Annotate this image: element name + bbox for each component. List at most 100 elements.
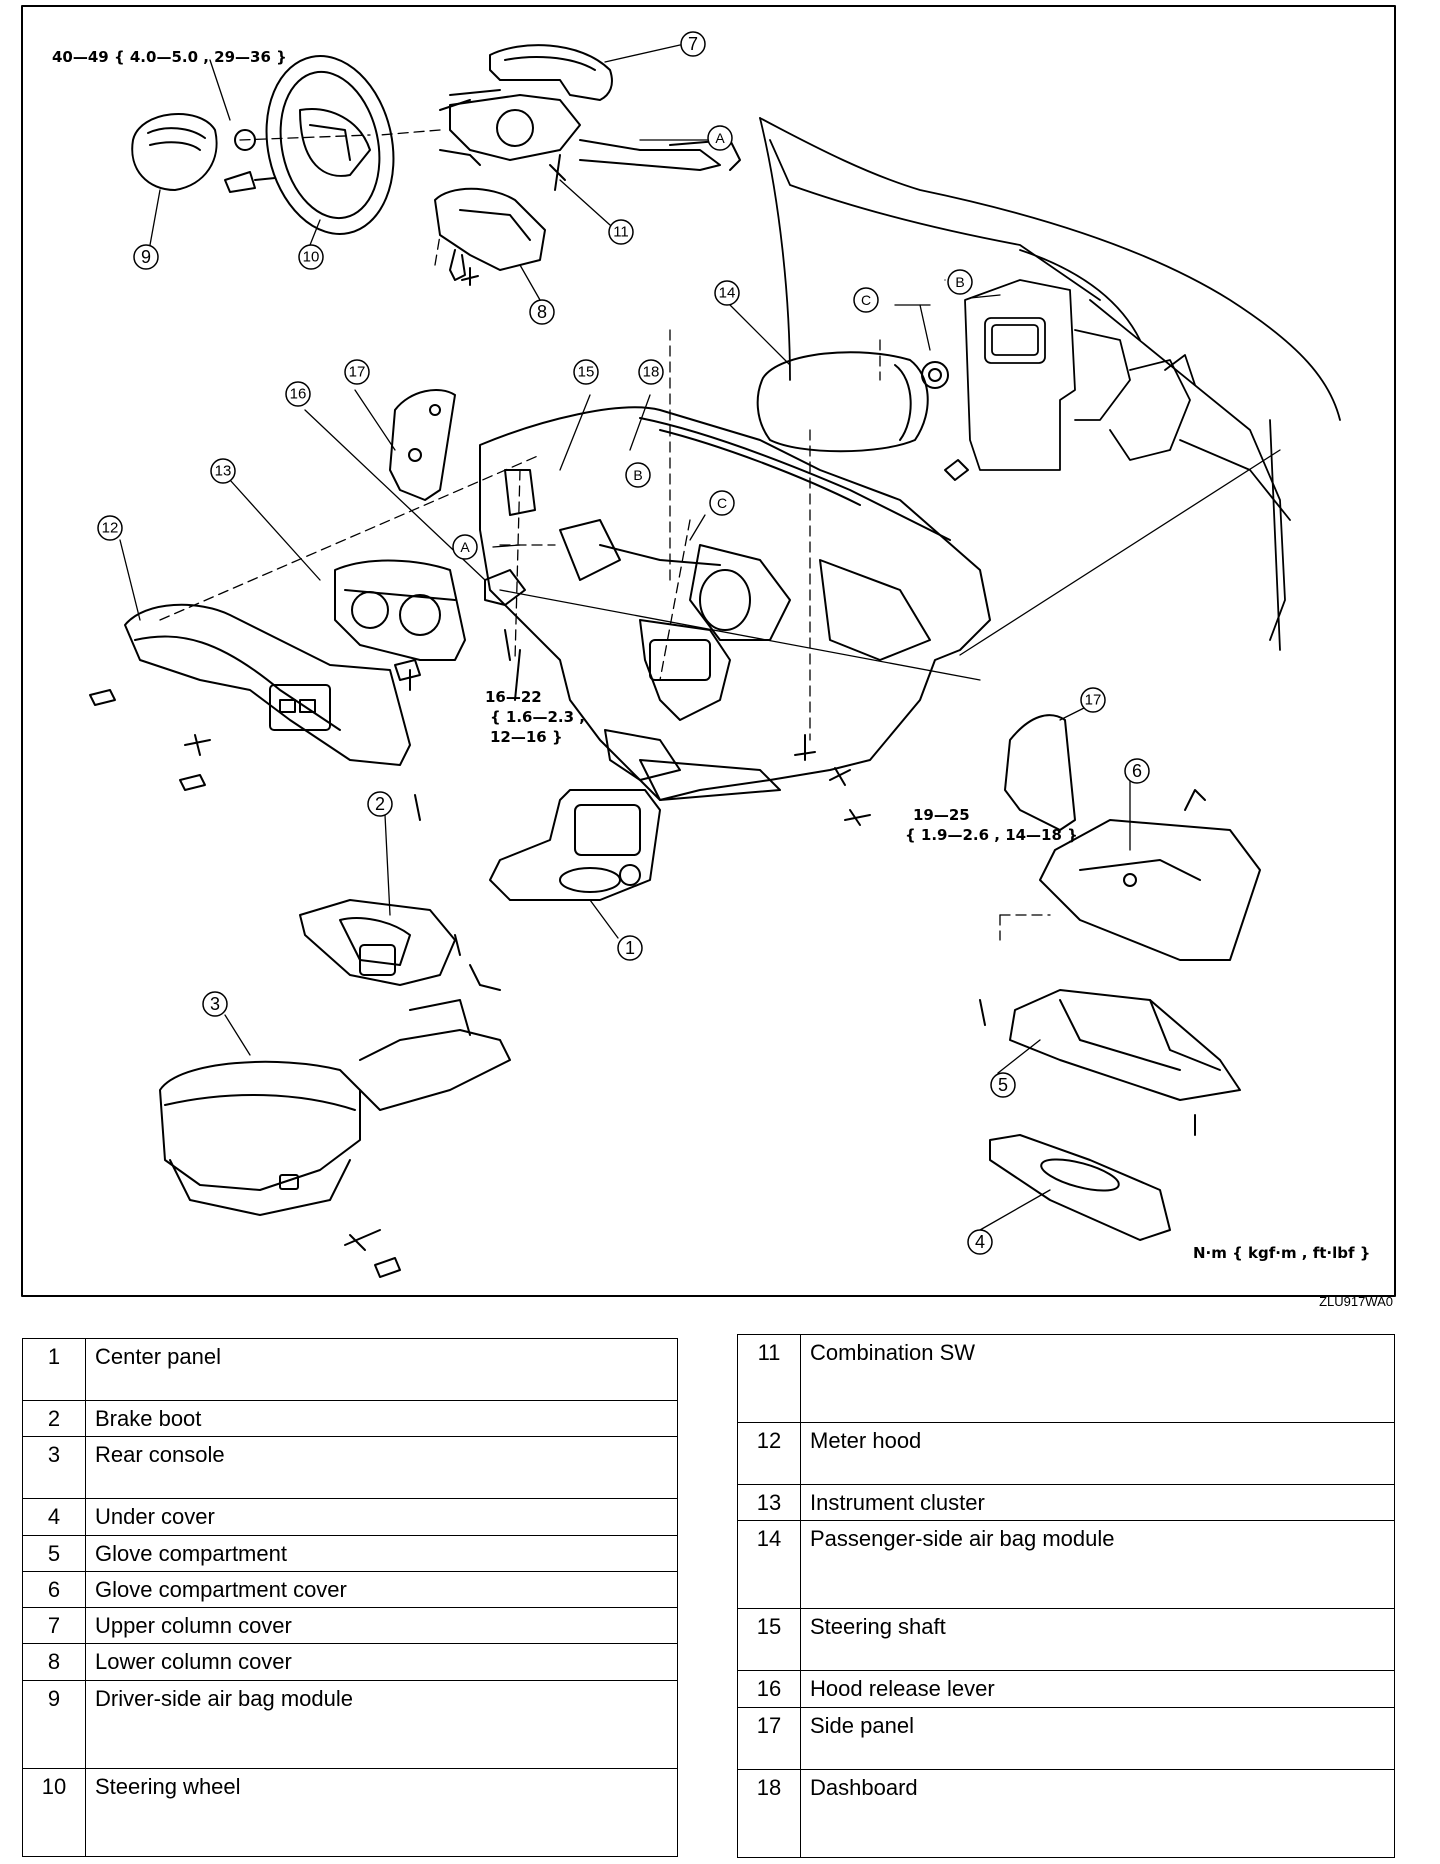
upper-column-cover-shape bbox=[489, 44, 613, 101]
ref-label-B-top: B bbox=[955, 274, 964, 290]
callout-label-17b: 17 bbox=[1085, 692, 1102, 709]
ref-C-top bbox=[853, 287, 879, 313]
fastener-clips bbox=[89, 659, 421, 791]
callout-3 bbox=[202, 991, 228, 1017]
callout-label-15: 15 bbox=[578, 364, 595, 381]
callout-8 bbox=[529, 299, 555, 325]
legend-item-number: 8 bbox=[22, 1643, 86, 1681]
hood-release-lever-shape bbox=[484, 569, 526, 606]
dashed-guide-lines bbox=[159, 129, 1051, 941]
callout-12 bbox=[97, 515, 123, 541]
legend-item-label: Brake boot bbox=[85, 1399, 678, 1438]
side-panel-left-shape bbox=[389, 389, 456, 501]
callout-label-4: 4 bbox=[975, 1232, 985, 1252]
legend-item-label: Meter hood bbox=[800, 1422, 1395, 1485]
legend-item-label: Glove compartment cover bbox=[85, 1570, 678, 1609]
legend-item-number: 16 bbox=[737, 1670, 801, 1708]
callout-7 bbox=[680, 31, 706, 57]
leader-lines bbox=[119, 44, 1131, 1231]
callout-11 bbox=[608, 219, 634, 245]
legend-item-label: Instrument cluster bbox=[800, 1483, 1395, 1522]
callout-label-12: 12 bbox=[102, 520, 119, 537]
legend-item-label: Upper column cover bbox=[85, 1607, 678, 1645]
instrument-cluster-shape bbox=[334, 559, 466, 661]
units-note: N·m { kgf·m , ft·lbf } bbox=[1193, 1244, 1370, 1262]
legend-item-number: 14 bbox=[737, 1520, 801, 1610]
legend-item-label: Dashboard bbox=[800, 1768, 1395, 1858]
callout-17b bbox=[1080, 687, 1106, 713]
callout-label-18: 18 bbox=[643, 364, 660, 381]
ref-label-C-top: C bbox=[861, 292, 871, 308]
callout-13 bbox=[210, 458, 236, 484]
legend-item-label: Steering shaft bbox=[800, 1608, 1395, 1672]
ref-label-A-top: A bbox=[715, 130, 725, 146]
combination-switch-shape bbox=[439, 89, 741, 191]
legend-item-number: 9 bbox=[22, 1679, 86, 1769]
legend-item-label: Rear console bbox=[85, 1436, 678, 1500]
callout-15 bbox=[573, 359, 599, 385]
callout-label-9: 9 bbox=[141, 247, 151, 267]
glove-compartment-cover-shape bbox=[1039, 789, 1261, 961]
legend-item-number: 5 bbox=[22, 1534, 86, 1572]
legend-item-label: Side panel bbox=[800, 1706, 1395, 1770]
legend-item-number: 3 bbox=[22, 1436, 86, 1500]
legend-item-number: 4 bbox=[22, 1498, 86, 1536]
callout-label-8: 8 bbox=[537, 302, 547, 322]
legend-item-label: Lower column cover bbox=[85, 1643, 678, 1681]
torque-steering-wheel-nut: 40—49 { 4.0—5.0 , 29—36 } bbox=[52, 48, 287, 66]
glove-compartment-shape bbox=[1009, 989, 1241, 1101]
callout-18 bbox=[638, 359, 664, 385]
passenger-airbag-module-shape bbox=[756, 351, 969, 481]
center-panel-shape bbox=[489, 789, 661, 901]
torque-dash-bolt-line2: { 1.6—2.3 , bbox=[490, 708, 585, 726]
callout-5 bbox=[990, 1072, 1016, 1098]
ref-A-mid bbox=[452, 534, 478, 560]
brake-boot-shape bbox=[299, 899, 456, 986]
legend-item-label: Passenger-side air bag module bbox=[800, 1520, 1395, 1610]
legend-item-label: Combination SW bbox=[800, 1334, 1395, 1423]
callout-label-11: 11 bbox=[613, 224, 629, 241]
vehicle-body-outline bbox=[759, 117, 1341, 651]
under-cover-shape bbox=[989, 1134, 1171, 1241]
legend-item-label: Under cover bbox=[85, 1498, 678, 1536]
legend-item-number: 2 bbox=[22, 1399, 86, 1438]
callout-label-1: 1 bbox=[625, 938, 635, 958]
callout-label-5: 5 bbox=[998, 1075, 1008, 1095]
ref-B-top bbox=[947, 269, 973, 295]
torque-lower-bolt-line1: 19—25 bbox=[913, 806, 970, 824]
exploded-parts-diagram: 1 2 3 4 5 6 7 8 9 10 11 12 13 14 15 16 1… bbox=[21, 5, 1396, 1309]
ref-C-mid bbox=[709, 490, 735, 516]
legend-item-label: Steering wheel bbox=[85, 1767, 678, 1857]
meter-hood-shape bbox=[124, 603, 411, 766]
callout-markers bbox=[97, 31, 1150, 1255]
legend-item-number: 1 bbox=[22, 1338, 86, 1401]
legend-item-number: 7 bbox=[22, 1607, 86, 1645]
callout-2 bbox=[367, 791, 393, 817]
callout-label-6: 6 bbox=[1132, 761, 1142, 781]
callout-1 bbox=[617, 935, 643, 961]
diagram-frame bbox=[21, 5, 1396, 1297]
callout-9 bbox=[133, 244, 159, 270]
torque-lower-bolt-line2: { 1.9—2.6 , 14—18 } bbox=[905, 826, 1078, 844]
screws-bolts bbox=[344, 267, 1196, 1278]
callout-6 bbox=[1124, 758, 1150, 784]
ref-label-C-mid: C bbox=[717, 495, 727, 511]
torque-dash-bolt-line3: 12—16 } bbox=[490, 728, 563, 746]
callout-label-16: 16 bbox=[290, 386, 307, 403]
legend-item-label: Driver-side air bag module bbox=[85, 1679, 678, 1769]
